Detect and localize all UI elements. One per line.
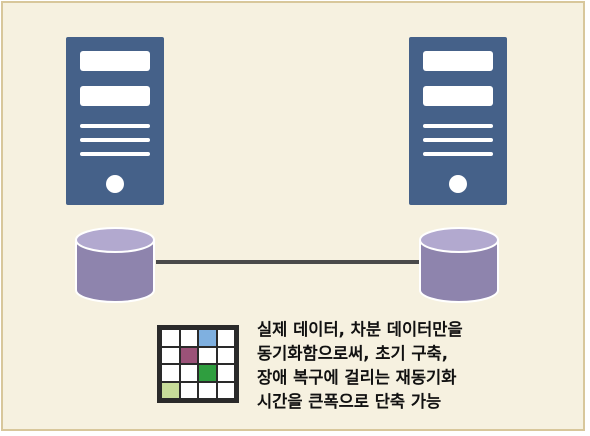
caption-line-3: 장애 복구에 걸리는 재동기화 [257, 368, 457, 387]
grid-cell [180, 365, 197, 381]
grid-cell [217, 347, 234, 363]
caption-line-4: 시간을 큰폭으로 단축 가능 [257, 392, 442, 411]
grid-cell [199, 382, 216, 398]
grid-cell [162, 347, 179, 363]
sync-connection-line [156, 260, 420, 264]
grid-cell [217, 330, 234, 346]
grid-cell [180, 330, 197, 346]
block-grid-icon [157, 325, 239, 403]
grid-cell [162, 330, 179, 346]
grid-cell-blue [199, 330, 216, 346]
left-server-icon [66, 37, 164, 205]
caption-line-2: 동기화함으로써, 초기 구축, [257, 344, 449, 363]
right-database-icon [419, 227, 499, 303]
grid-cell-purple [180, 347, 197, 363]
grid-cell [162, 365, 179, 381]
grid-cell [217, 382, 234, 398]
description-caption: 실제 데이터, 차분 데이터만을 동기화함으로써, 초기 구축, 장애 복구에 … [257, 318, 577, 414]
grid-cell-green [199, 365, 216, 381]
caption-line-1: 실제 데이터, 차분 데이터만을 [257, 320, 463, 339]
right-server-icon [409, 37, 507, 205]
grid-cell [199, 347, 216, 363]
left-database-icon [75, 227, 155, 303]
grid-cell [217, 365, 234, 381]
grid-cell-lightgreen [162, 382, 179, 398]
grid-cell [180, 382, 197, 398]
